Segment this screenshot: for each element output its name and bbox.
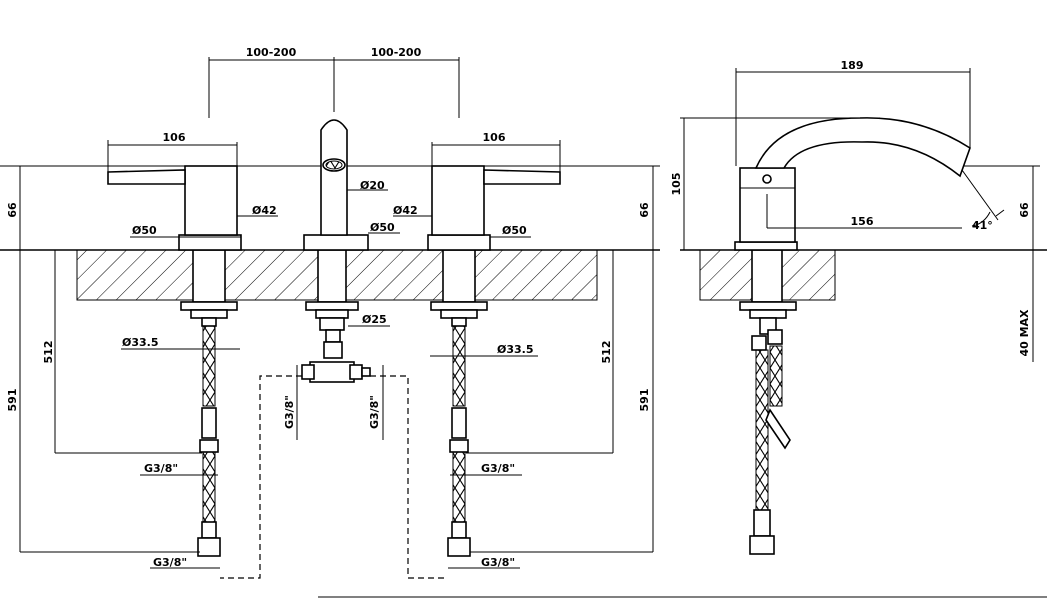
dim-handle-width-left: 106 — [163, 131, 186, 144]
dim-dia-base-left: Ø50 — [132, 224, 157, 237]
tee-connector — [301, 341, 371, 383]
right-shank — [442, 249, 476, 303]
thread-tee-right: G3/8" — [368, 395, 381, 429]
dim-threads: G3/8" G3/8" G3/8" G3/8" G3/8" G3/8" — [140, 365, 522, 569]
right-hose — [447, 317, 471, 557]
side-view: 189 105 156 41° 66 40 MAX — [670, 59, 1047, 555]
under-deck-fittings — [180, 301, 488, 343]
dim-spacing-left: 100-200 — [246, 46, 297, 59]
dim-diameters: Ø42 Ø42 Ø20 Ø50 Ø50 Ø50 Ø25 Ø33.5 Ø33.5 — [121, 179, 538, 357]
dim-dia-base-right: Ø50 — [502, 224, 527, 237]
dim-height-right: 66 — [638, 202, 651, 218]
thread-tee-left: G3/8" — [283, 395, 296, 429]
front-view: 100-200 100-200 106 106 66 66 Ø42 Ø42 Ø2… — [0, 46, 660, 579]
thread-bot-left: G3/8" — [153, 556, 187, 569]
dim-side-reach: 156 — [851, 215, 874, 228]
dim-height: 66 66 — [6, 166, 654, 250]
dim-total-len-left: 591 — [6, 389, 19, 412]
dim-side-spout-height: 66 — [1018, 202, 1031, 218]
dim-height-left: 66 — [6, 202, 19, 218]
dim-side-length: 189 — [841, 59, 864, 72]
left-hose — [197, 317, 221, 557]
dim-dia-shank-left: Ø33.5 — [122, 336, 159, 349]
thread-bot-right: G3/8" — [481, 556, 515, 569]
spout — [303, 119, 369, 251]
aerator-icon — [325, 160, 343, 170]
spout-shank — [317, 249, 347, 303]
dim-dia-spout: Ø20 — [360, 179, 385, 192]
dim-hose-len-right: 512 — [600, 341, 613, 364]
dim-hose-len-left: 512 — [42, 341, 55, 364]
dim-dia-nut: Ø25 — [362, 313, 387, 326]
dim-dia-shank-right: Ø33.5 — [497, 343, 534, 356]
dim-dia-body-left: Ø42 — [252, 204, 277, 217]
dim-lengths: 512 591 512 591 — [6, 250, 654, 553]
dim-side-deck: 40 MAX — [1018, 309, 1031, 357]
side-base — [734, 241, 798, 251]
dashed-hose-outline — [220, 375, 448, 579]
dim-dia-base-center: Ø50 — [370, 221, 395, 234]
dim-dia-body-right: Ø42 — [393, 204, 418, 217]
dim-side-angle: 41° — [972, 219, 993, 232]
dim-total-len-right: 591 — [638, 389, 651, 412]
dim-spacing: 100-200 100-200 — [208, 46, 460, 118]
dim-handle-width-right: 106 — [483, 131, 506, 144]
side-handle-pivot — [762, 174, 772, 184]
dim-spacing-right: 100-200 — [371, 46, 422, 59]
thread-mid-right: G3/8" — [481, 462, 515, 475]
side-hose — [755, 349, 769, 511]
thread-mid-left: G3/8" — [144, 462, 178, 475]
left-handle-valve — [107, 142, 242, 251]
dim-handle-width: 106 106 — [107, 131, 561, 172]
left-shank — [192, 249, 226, 303]
dim-side-height: 105 — [670, 173, 683, 196]
right-handle-valve — [427, 142, 561, 251]
